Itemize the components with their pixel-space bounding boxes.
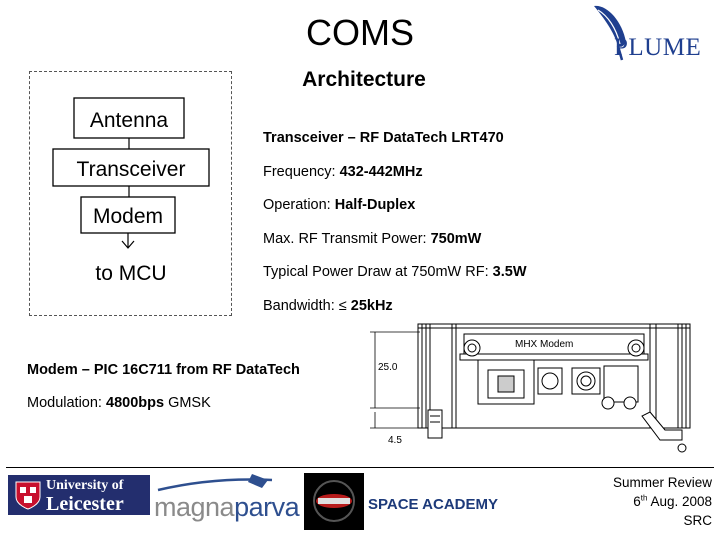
modem-block: Modem	[80, 196, 176, 234]
down-arrow-icon	[121, 233, 135, 249]
modem-heading: Modem – PIC 16C711 from RF DataTech	[27, 362, 300, 378]
modem-board	[459, 333, 649, 410]
modem-part-label: MHX Modem	[515, 339, 573, 350]
leicester-line1: University of	[46, 478, 124, 493]
spec-label: Typical Power Draw at 750mW RF:	[263, 264, 493, 280]
spec-power-draw: Typical Power Draw at 750mW RF: 3.5W	[263, 262, 703, 282]
review-day: 6	[633, 494, 641, 509]
leicester-crest-icon	[15, 481, 41, 510]
magna-part1: magna	[154, 492, 235, 522]
leicester-line2: Leicester	[46, 493, 124, 515]
review-date-rest: Aug. 2008	[647, 494, 712, 509]
transceiver-specs: Transceiver – RF DataTech LRT470 Frequen…	[263, 128, 703, 329]
plume-logo-text: PLUME	[614, 34, 702, 61]
to-mcu-label: to MCU	[95, 262, 166, 285]
spec-label: Bandwidth: ≤	[263, 297, 351, 314]
spec-frequency: Frequency: 432-442MHz	[263, 162, 703, 182]
mhx-modem-drawing: 25.0 4.5 MHX Modem	[370, 323, 691, 453]
university-of-leicester-logo: University of Leicester	[8, 475, 150, 515]
national-space-centre-logo	[304, 473, 364, 530]
spec-value: 432-442MHz	[339, 163, 423, 180]
modulation-value: 4800bps	[106, 395, 165, 411]
modem-specs: Modem – PIC 16C711 from RF DataTech Modu…	[27, 360, 387, 426]
spec-label: Frequency:	[263, 163, 340, 180]
antenna-block: Antenna	[73, 97, 185, 139]
review-title: Summer Review	[612, 475, 712, 490]
spec-value: 750mW	[430, 230, 482, 247]
spec-tx-power: Max. RF Transmit Power: 750mW	[263, 229, 703, 249]
spec-value: 25kHz	[350, 297, 393, 314]
footer-divider	[6, 467, 714, 468]
transceiver-label: Transceiver	[77, 158, 186, 181]
modulation-suffix: GMSK	[164, 395, 211, 411]
modulation-label: Modulation:	[27, 395, 106, 411]
space-academy-label: SPACE ACADEMY	[368, 496, 499, 513]
magna-part2: parva	[234, 492, 300, 522]
spec-bandwidth: Bandwidth: ≤ 25kHz	[263, 296, 703, 316]
slide-subtitle: Architecture	[302, 68, 426, 91]
transceiver-block: Transceiver	[52, 148, 210, 187]
magna-parva-swoosh-icon	[157, 474, 273, 492]
plume-feather-icon	[594, 5, 626, 61]
antenna-label: Antenna	[90, 109, 169, 132]
spec-label: Max. RF Transmit Power:	[263, 230, 431, 247]
spec-value: Half-Duplex	[334, 197, 416, 213]
dimension-small-label: 4.5	[388, 435, 402, 446]
review-venue: SRC	[683, 513, 712, 528]
architecture-diagram: Antenna Transceiver Modem to MCU	[52, 97, 210, 285]
architecture-diagram-frame	[29, 71, 232, 316]
magna-parva-logo-text: magnaparva	[154, 492, 300, 523]
spec-operation: Operation: Half-Duplex	[263, 195, 703, 215]
summer-review-info: Summer Review 6th Aug. 2008 SRC	[613, 473, 712, 530]
dimension-markers	[370, 331, 420, 429]
modem-modulation: Modulation: 4800bps GMSK	[27, 393, 387, 413]
slide-title: COMS	[306, 12, 414, 53]
dimension-height-label: 25.0	[378, 362, 398, 373]
modem-label: Modem	[93, 205, 163, 228]
transceiver-heading: Transceiver – RF DataTech LRT470	[263, 130, 504, 146]
review-date: 6th Aug. 2008	[613, 492, 712, 511]
spec-label: Operation:	[263, 197, 335, 213]
spec-value: 3.5W	[492, 264, 527, 280]
review-day-suffix: th	[640, 493, 648, 503]
